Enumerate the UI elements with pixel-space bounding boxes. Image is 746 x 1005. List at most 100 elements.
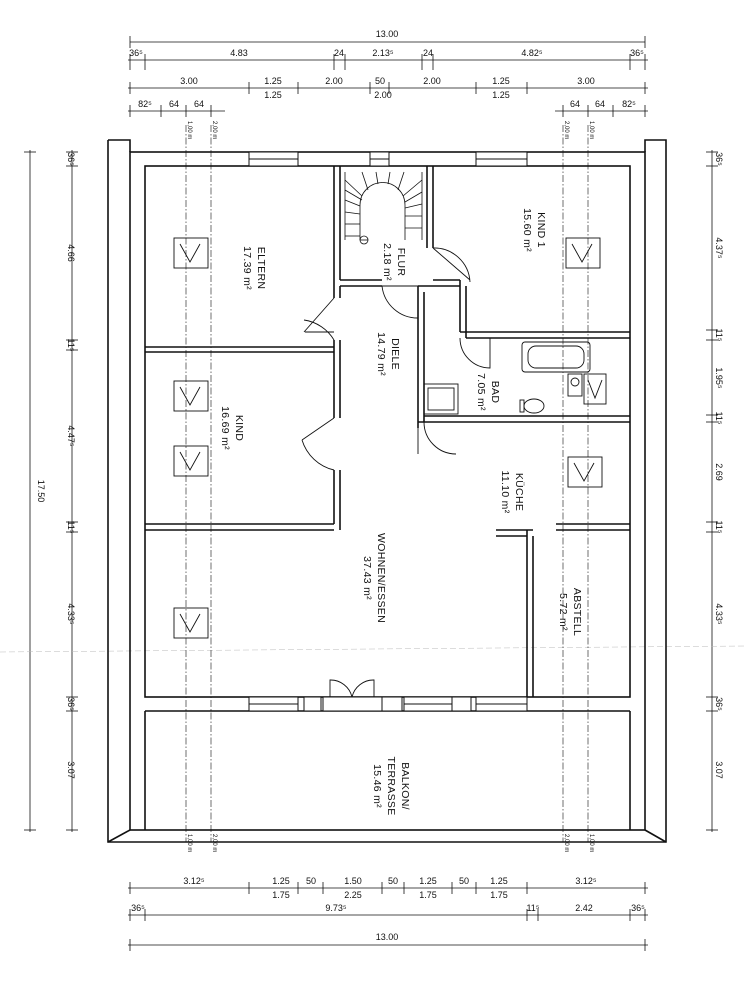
svg-text:3.07: 3.07: [714, 761, 724, 779]
svg-text:1,00 m: 1,00 m: [186, 834, 192, 852]
svg-text:1.25: 1.25: [419, 876, 437, 886]
svg-text:4.82⁵: 4.82⁵: [521, 48, 543, 58]
door-swings: [301, 247, 491, 471]
svg-text:2,00 m: 2,00 m: [563, 834, 569, 852]
svg-text:2,00 m: 2,00 m: [563, 121, 569, 139]
skylight-kind-2: [173, 445, 209, 477]
left-segment-dims: 36⁵ 4.66 11⁵ 4.47⁵ 11⁵ 4.33⁵ 36⁵ 3.07: [66, 152, 76, 779]
svg-text:1,00 m: 1,00 m: [588, 121, 594, 139]
svg-text:ELTERN: ELTERN: [255, 247, 267, 289]
svg-text:64: 64: [169, 99, 179, 109]
bathroom-fixtures: [423, 341, 591, 415]
svg-text:82⁵: 82⁵: [138, 99, 152, 109]
svg-text:11⁵: 11⁵: [66, 338, 76, 351]
svg-text:2.00: 2.00: [325, 76, 343, 86]
left-overall-dim: 17.50: [36, 480, 46, 503]
svg-text:1.25: 1.25: [272, 876, 290, 886]
svg-text:36⁵: 36⁵: [66, 697, 76, 711]
windows: [248, 151, 528, 712]
svg-text:KIND 1: KIND 1: [535, 212, 547, 248]
skylight-eltern: [173, 237, 209, 269]
skylight-wohnen: [173, 607, 209, 639]
svg-text:17.39 m²: 17.39 m²: [241, 246, 253, 290]
svg-text:1.25: 1.25: [492, 76, 510, 86]
room-label-wohnen: WOHNEN/ESSEN 37.43 m²: [361, 533, 387, 623]
svg-text:7.05 m²: 7.05 m²: [475, 373, 487, 411]
svg-text:64: 64: [595, 99, 605, 109]
svg-text:2,00 m: 2,00 m: [211, 121, 217, 139]
svg-text:50: 50: [306, 876, 316, 886]
svg-text:11⁵: 11⁵: [526, 903, 539, 913]
svg-text:11⁵: 11⁵: [714, 411, 724, 424]
top-row3-dims: 82⁵ 64 64 64 64 82⁵: [138, 99, 636, 109]
svg-text:36⁵: 36⁵: [714, 152, 724, 166]
skylight-kind1: [565, 237, 601, 269]
height-marks: 1,00 m 2,00 m 2,00 m 1,00 m 1,00 m 2,00 …: [186, 121, 594, 852]
paper-crease: [0, 645, 746, 653]
svg-text:1.75: 1.75: [419, 890, 437, 900]
svg-text:1.25: 1.25: [264, 76, 282, 86]
svg-text:ABSTELL: ABSTELL: [571, 588, 583, 636]
svg-text:9.73⁵: 9.73⁵: [325, 903, 347, 913]
right-segment-dims: 36⁵ 4.37⁵ 11⁵ 1.95⁵ 11⁵ 2.69 11⁵ 4.33⁵ 3…: [714, 152, 724, 779]
svg-text:50: 50: [459, 876, 469, 886]
svg-text:36⁵: 36⁵: [131, 903, 145, 913]
svg-text:14.79 m²: 14.79 m²: [375, 332, 387, 376]
room-label-diele: DIELE 14.79 m²: [375, 332, 401, 376]
svg-text:36⁵: 36⁵: [631, 903, 645, 913]
svg-text:2.18 m²: 2.18 m²: [381, 243, 393, 281]
roof-height-lines: [185, 125, 589, 842]
svg-text:1,00 m: 1,00 m: [186, 121, 192, 139]
svg-text:4.47⁵: 4.47⁵: [66, 425, 76, 447]
svg-text:11⁵: 11⁵: [66, 520, 76, 533]
svg-text:WOHNEN/ESSEN: WOHNEN/ESSEN: [375, 533, 387, 623]
bottom-row1-dims: 3.12⁵ 1.25 50 1.50 50 1.25 50 1.25 3.12⁵…: [183, 876, 597, 900]
top-overall-dim: 13.00: [376, 29, 399, 39]
svg-text:DIELE: DIELE: [389, 338, 401, 370]
room-label-flur: FLUR 2.18 m²: [381, 243, 407, 281]
svg-text:50: 50: [388, 876, 398, 886]
room-label-kind1: KIND 1 15.60 m²: [521, 208, 547, 252]
svg-text:TERRASSE: TERRASSE: [385, 757, 397, 816]
svg-text:2.42: 2.42: [575, 903, 593, 913]
room-label-eltern: ELTERN 17.39 m²: [241, 246, 267, 290]
svg-text:1.25: 1.25: [264, 90, 282, 100]
skylight-kueche: [567, 456, 603, 488]
svg-text:3.12⁵: 3.12⁵: [575, 876, 597, 886]
skylight-bad: [583, 373, 607, 405]
room-label-abstell: ABSTELL 5.72 m²: [557, 588, 583, 636]
balcony-doors: [329, 679, 375, 698]
svg-text:24: 24: [423, 48, 433, 58]
svg-text:24: 24: [334, 48, 344, 58]
svg-text:36⁵: 36⁵: [129, 48, 143, 58]
dimension-lines: [24, 36, 718, 951]
svg-text:3.00: 3.00: [577, 76, 595, 86]
svg-text:16.69 m²: 16.69 m²: [219, 406, 231, 450]
svg-text:1.75: 1.75: [490, 890, 508, 900]
svg-text:1.75: 1.75: [272, 890, 290, 900]
svg-text:4.37⁵: 4.37⁵: [714, 237, 724, 259]
svg-text:3.00: 3.00: [180, 76, 198, 86]
svg-text:64: 64: [194, 99, 204, 109]
svg-text:11.10 m²: 11.10 m²: [499, 470, 511, 513]
svg-text:1.25: 1.25: [492, 90, 510, 100]
svg-text:2.00: 2.00: [374, 90, 392, 100]
svg-text:1,00 m: 1,00 m: [588, 834, 594, 852]
svg-text:4.33⁵: 4.33⁵: [714, 603, 724, 625]
svg-text:17.50: 17.50: [36, 480, 46, 503]
svg-text:2.69: 2.69: [714, 463, 724, 481]
top-row1-dims: 36⁵ 4.83 24 2.13⁵ 24 4.82⁵ 36⁵: [129, 48, 644, 58]
staircase: [344, 171, 423, 245]
svg-text:1.50: 1.50: [344, 876, 362, 886]
svg-text:36⁵: 36⁵: [630, 48, 644, 58]
svg-text:4.83: 4.83: [230, 48, 248, 58]
svg-text:FLUR: FLUR: [395, 248, 407, 277]
svg-text:64: 64: [570, 99, 580, 109]
svg-text:KÜCHE: KÜCHE: [513, 473, 525, 511]
svg-text:2.25: 2.25: [344, 890, 362, 900]
top-row2-dims: 3.00 1.25 2.00 50 2.00 1.25 3.00 1.25 2.…: [180, 76, 595, 100]
svg-text:15.46 m²: 15.46 m²: [371, 764, 383, 808]
room-label-balkon: BALKON/ TERRASSE 15.46 m²: [371, 757, 411, 816]
bottom-overall-dim: 13.00: [376, 932, 399, 942]
